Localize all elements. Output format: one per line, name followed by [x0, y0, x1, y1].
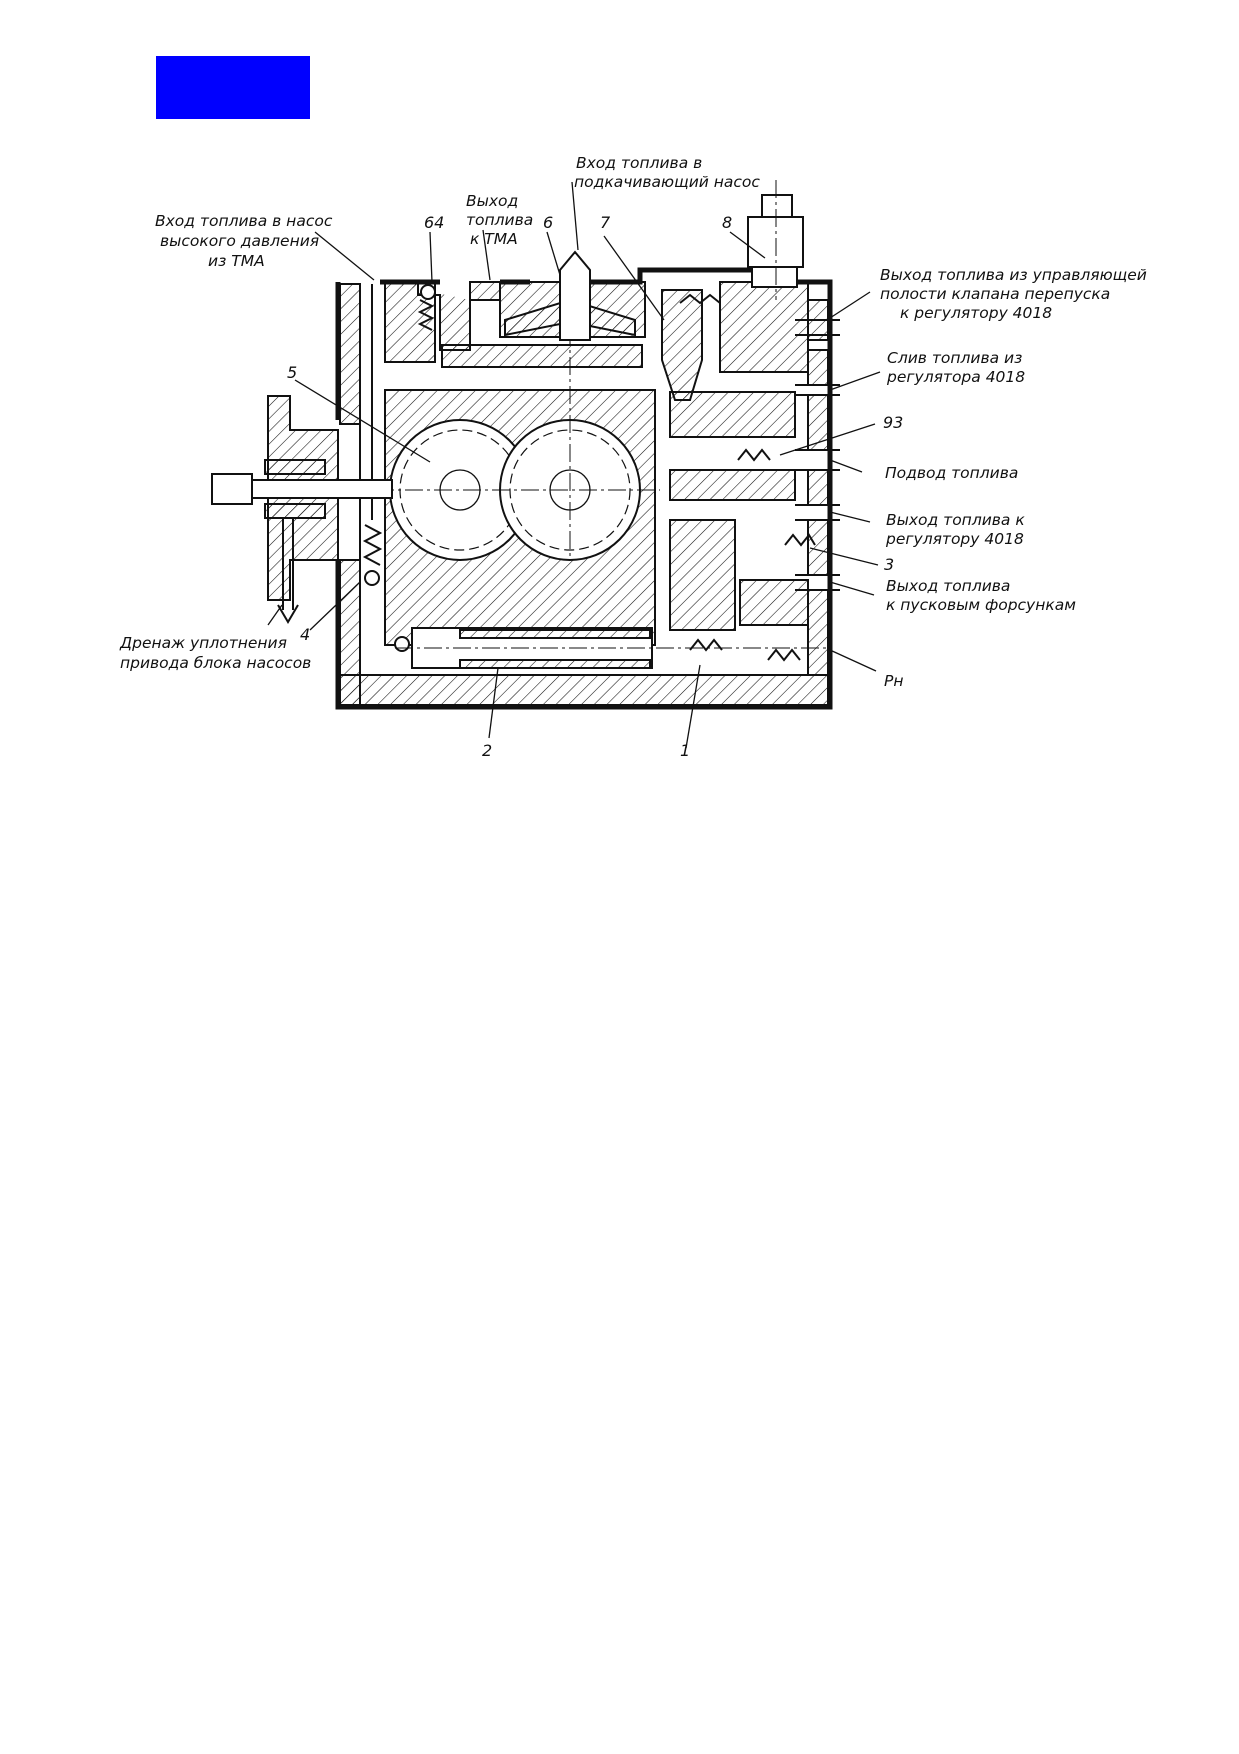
callout-64: 64 — [424, 213, 444, 232]
label-control-cavity-1: Выход топлива из управляющей — [880, 266, 1147, 284]
outlet-pipes — [795, 319, 840, 591]
valve-7 — [661, 289, 703, 401]
label-drain-regulator-1: Слив топлива из — [887, 349, 1022, 367]
gear-pair — [260, 270, 660, 561]
label-pressure: Рн — [884, 672, 903, 690]
label-drain-regulator-2: регулятора 4018 — [886, 368, 1025, 386]
top-channel-floor — [441, 344, 643, 368]
label-control-cavity-2: полости клапана перепуска — [880, 285, 1110, 303]
label-start-injectors-1: Выход топлива — [886, 577, 1010, 595]
callout-5: 5 — [287, 363, 297, 382]
shaft — [251, 479, 393, 499]
housing-right-wall-6 — [807, 589, 829, 676]
label-outlet-tma-1: Выход — [466, 192, 518, 210]
callout-7: 7 — [600, 213, 611, 232]
label-start-injectors-2: к пусковым форсункам — [886, 596, 1076, 614]
valve-block-93 — [669, 469, 796, 501]
callout-1: 1 — [680, 741, 690, 760]
spring-1 — [689, 638, 723, 652]
housing-right-wall-2 — [807, 349, 829, 386]
callout-8: 8 — [722, 213, 732, 232]
callout-3: 3 — [884, 555, 894, 574]
label-outlet-tma-3: к ТМА — [470, 230, 518, 248]
valve-block-3-base — [739, 579, 809, 626]
spring-93 — [737, 448, 771, 462]
label-drain-seal-1: Дренаж уплотнения — [119, 634, 287, 652]
spring-64 — [417, 299, 435, 331]
drive-shaft — [211, 395, 393, 624]
spring-4 — [362, 524, 383, 566]
label-inlet-boost-2: подкачивающий насос — [574, 173, 760, 191]
callout-93: 93 — [883, 413, 903, 432]
label-outlet-tma-2: топлива — [466, 211, 533, 229]
label-inlet-hp-2: высокого давления — [160, 232, 319, 250]
valve-block-lower — [669, 519, 736, 631]
label-inlet-boost-1: Вход топлива в — [576, 154, 702, 172]
label-drain-seal-2: привода блока насосов — [120, 654, 311, 672]
label-inlet-hp-3: из ТМА — [208, 252, 265, 270]
label-to-regulator-1: Выход топлива к — [886, 511, 1025, 529]
shaft-nut — [211, 473, 253, 505]
ball-64 — [420, 284, 436, 300]
housing-right-wall-4 — [807, 469, 829, 506]
ball-4 — [364, 570, 380, 586]
impeller-hub — [559, 250, 591, 341]
spring-3 — [784, 533, 816, 547]
text-labels: Вход топлива в насос высокого давления и… — [119, 154, 1147, 690]
housing-left-wall-upper — [339, 283, 361, 425]
callout-numbers: 64 6 7 8 5 93 3 4 2 1 — [287, 213, 903, 760]
label-inlet-hp-1: Вход топлива в насос — [155, 212, 333, 230]
label-fuel-supply: Подвод топлива — [885, 464, 1018, 482]
callout-2: 2 — [482, 741, 492, 760]
fitting-8 — [747, 180, 804, 300]
housing-right-wall-5 — [807, 519, 829, 576]
drain-arrow — [277, 604, 299, 624]
label-to-regulator-2: регулятору 4018 — [885, 530, 1024, 548]
top-block-8 — [719, 281, 809, 373]
spring-pn — [767, 648, 801, 662]
label-control-cavity-3: к регулятору 4018 — [900, 304, 1052, 322]
callout-6: 6 — [543, 213, 553, 232]
blue-marker — [156, 56, 310, 119]
housing-bottom-wall — [339, 674, 829, 706]
callout-4: 4 — [300, 625, 310, 644]
leader-lines — [267, 181, 881, 749]
ball-2 — [394, 636, 410, 652]
housing-right-wall-3 — [807, 394, 829, 451]
